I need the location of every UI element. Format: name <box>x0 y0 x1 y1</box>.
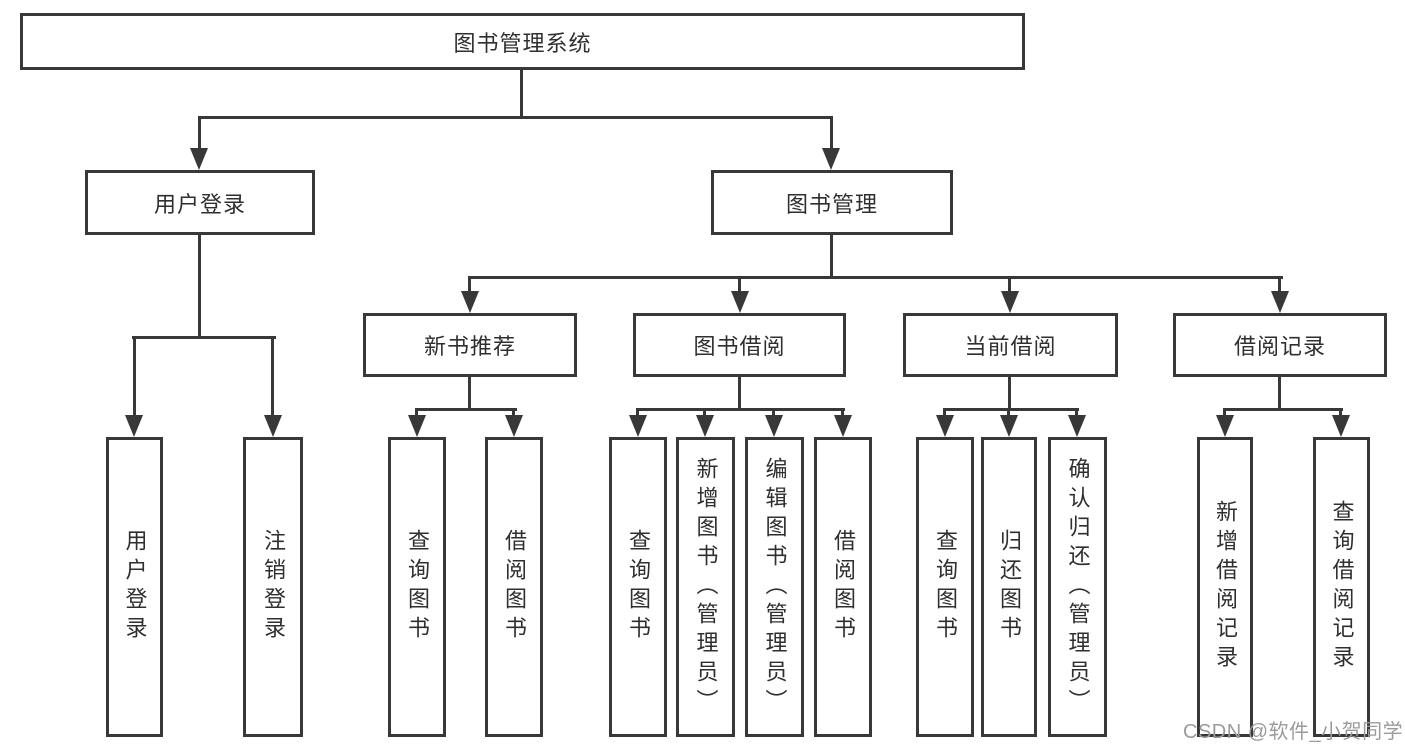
connector-line <box>830 235 833 279</box>
connector-line <box>132 336 276 339</box>
connector-line <box>520 70 523 119</box>
connector-line <box>944 408 1079 411</box>
node-label: 查询图书 <box>933 529 958 645</box>
leaf-logout: 注销登录 <box>243 437 303 737</box>
arrow-down-icon <box>629 415 647 437</box>
leaf-bb-edit-book: 编辑图书（管理员） <box>745 437 804 737</box>
connector-line <box>415 408 418 418</box>
arrow-down-icon <box>1216 415 1234 437</box>
node-label: 查询图书 <box>405 529 430 645</box>
connector-line <box>1075 408 1078 418</box>
node-label: 新增借阅记录 <box>1213 500 1238 674</box>
connector-line <box>1008 377 1011 411</box>
arrow-down-icon <box>696 415 714 437</box>
connector-line <box>1223 408 1226 418</box>
arrow-down-icon <box>264 415 282 437</box>
connector-line <box>1278 377 1281 411</box>
connector-line <box>271 336 274 417</box>
leaf-cb-return-book: 归还图书 <box>981 437 1037 737</box>
connector-line <box>830 116 833 150</box>
node-label: 新书推荐 <box>423 334 516 359</box>
node-label: 新增图书（管理员） <box>693 456 719 718</box>
node-label: 借阅图书 <box>502 529 527 645</box>
connector-line <box>1008 276 1011 294</box>
node-new-book-recommend: 新书推荐 <box>363 313 577 377</box>
node-label: 用户登录 <box>122 529 148 645</box>
connector-line <box>469 276 1283 279</box>
node-label: 借阅图书 <box>831 529 856 645</box>
node-user-login: 用户登录 <box>85 170 315 235</box>
leaf-bb-add-book: 新增图书（管理员） <box>676 437 735 737</box>
connector-line <box>772 408 775 418</box>
leaf-bb-borrow-book: 借阅图书 <box>814 437 872 737</box>
arrow-down-icon <box>408 415 426 437</box>
watermark-text: CSDN @软件_小贺同学 <box>1183 721 1404 743</box>
connector-line <box>738 377 741 411</box>
arrow-down-icon <box>834 415 852 437</box>
arrow-down-icon <box>1000 415 1018 437</box>
node-label: 借阅记录 <box>1233 334 1326 359</box>
node-label: 查询图书 <box>626 529 651 645</box>
arrow-down-icon <box>505 415 523 437</box>
connector-line <box>738 276 741 294</box>
connector-line <box>468 377 471 411</box>
node-root: 图书管理系统 <box>20 13 1025 70</box>
connector-line <box>198 235 201 339</box>
connector-line <box>637 408 845 411</box>
leaf-br-add-record: 新增借阅记录 <box>1197 437 1253 737</box>
arrow-down-icon <box>1332 415 1350 437</box>
arrow-down-icon <box>731 291 749 313</box>
connector-line <box>468 276 471 294</box>
connector-line <box>133 336 136 417</box>
node-current-borrow: 当前借阅 <box>903 313 1118 377</box>
arrow-down-icon <box>1271 291 1289 313</box>
leaf-cb-confirm-return: 确认归还（管理员） <box>1048 437 1107 737</box>
node-label: 编辑图书（管理员） <box>762 456 788 718</box>
node-label: 用户登录 <box>153 191 246 217</box>
node-book-management: 图书管理 <box>711 170 953 235</box>
node-label: 当前借阅 <box>964 334 1057 359</box>
arrow-down-icon <box>936 415 954 437</box>
connector-line <box>416 408 517 411</box>
connector-line <box>1339 408 1342 418</box>
node-label: 查询借阅记录 <box>1329 500 1355 674</box>
connector-line <box>841 408 844 418</box>
node-label: 注销登录 <box>261 529 286 645</box>
connector-line <box>198 116 201 150</box>
connector-line <box>636 408 639 418</box>
leaf-user-login: 用户登录 <box>106 437 163 737</box>
connector-line <box>1224 408 1343 411</box>
arrow-down-icon <box>822 148 840 170</box>
connector-line <box>512 408 515 418</box>
leaf-nb-borrow-book: 借阅图书 <box>485 437 543 737</box>
connector-line <box>1278 276 1281 294</box>
node-borrow-record: 借阅记录 <box>1173 313 1387 377</box>
node-label: 图书借阅 <box>693 334 786 359</box>
connector-line <box>943 408 946 418</box>
node-label: 归还图书 <box>997 529 1022 645</box>
node-label: 图书管理系统 <box>453 30 592 56</box>
connector-line <box>703 408 706 418</box>
arrow-down-icon <box>765 415 783 437</box>
connector-line <box>1007 408 1010 418</box>
arrow-down-icon <box>1001 291 1019 313</box>
connector-line <box>198 116 833 119</box>
arrow-down-icon <box>461 291 479 313</box>
arrow-down-icon <box>125 415 143 437</box>
leaf-br-query-record: 查询借阅记录 <box>1313 437 1370 737</box>
node-label: 确认归还（管理员） <box>1065 456 1091 718</box>
node-label: 图书管理 <box>785 191 878 217</box>
leaf-cb-query-book: 查询图书 <box>916 437 974 737</box>
leaf-nb-query-book: 查询图书 <box>388 437 446 737</box>
leaf-bb-query-book: 查询图书 <box>609 437 667 737</box>
arrow-down-icon <box>190 148 208 170</box>
node-book-borrow: 图书借阅 <box>633 313 846 377</box>
arrow-down-icon <box>1068 415 1086 437</box>
